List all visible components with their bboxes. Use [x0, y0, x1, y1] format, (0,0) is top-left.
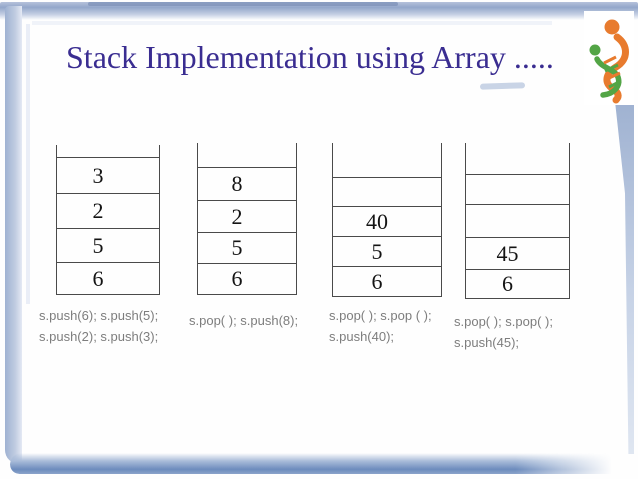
- border-bottom-brushstroke: [10, 453, 612, 474]
- caption-line: s.pop( ); s.pop( );: [454, 314, 553, 329]
- dna-helix-logo: [584, 11, 634, 105]
- stack-cell: 6: [57, 262, 159, 294]
- stack-diagram-3: 40 5 6: [332, 143, 442, 297]
- stack-cell: 6: [466, 269, 569, 298]
- page-title: Stack Implementation using Array .....: [66, 39, 554, 75]
- border-inner-left-stroke: [26, 24, 30, 304]
- stack-cell: 2: [57, 193, 159, 228]
- stack-cell: [333, 177, 441, 206]
- stack-open-top: [198, 143, 296, 167]
- caption-line: s.pop( ); s.push(8);: [189, 313, 299, 328]
- stack-diagram-1: 3 2 5 6: [56, 145, 160, 295]
- caption-line: s.pop( ); s.pop ( );: [329, 308, 432, 323]
- stack-cell: [466, 174, 569, 204]
- border-inner-top-stroke: [32, 21, 552, 25]
- stack-open-top: [57, 145, 159, 157]
- stack-diagram-2: 8 2 5 6: [197, 143, 297, 295]
- border-right-brushstroke: [614, 92, 634, 454]
- dna-helix-logo-icon: [589, 19, 629, 104]
- caption-line: s.push(45);: [454, 335, 520, 350]
- stack-caption-4: s.pop( ); s.pop( ); s.push(45);: [454, 311, 553, 353]
- caption-line: s.push(6); s.push(5);: [39, 308, 159, 323]
- border-left-brushstroke: [5, 6, 22, 464]
- stack-cell: 45: [466, 237, 569, 269]
- stack-cell: 5: [57, 228, 159, 262]
- stack-cell: 6: [333, 266, 441, 296]
- stack-caption-1: s.push(6); s.push(5); s.push(2); s.push(…: [39, 305, 158, 347]
- stack-diagram-4: 45 6: [465, 143, 570, 299]
- stack-open-top: [333, 143, 441, 177]
- stack-cell: 5: [333, 236, 441, 266]
- border-top-brushstroke: [0, 2, 638, 20]
- stack-caption-3: s.pop( ); s.pop ( ); s.push(40);: [329, 305, 432, 347]
- caption-line: s.push(2); s.push(3);: [39, 329, 159, 344]
- stack-cell: 6: [198, 263, 296, 294]
- caption-line: s.push(40);: [329, 329, 395, 344]
- border-top-accent-line: [88, 2, 398, 6]
- stack-cell: 3: [57, 157, 159, 193]
- stack-cell: [466, 204, 569, 237]
- stack-caption-2: s.pop( ); s.push(8);: [189, 310, 298, 331]
- stack-cell: 2: [198, 200, 296, 232]
- border-dash-stroke: [479, 82, 526, 90]
- stack-open-top: [466, 143, 569, 174]
- stack-cell: 40: [333, 206, 441, 236]
- stack-cell: 8: [198, 167, 296, 200]
- stack-cell: 5: [198, 232, 296, 263]
